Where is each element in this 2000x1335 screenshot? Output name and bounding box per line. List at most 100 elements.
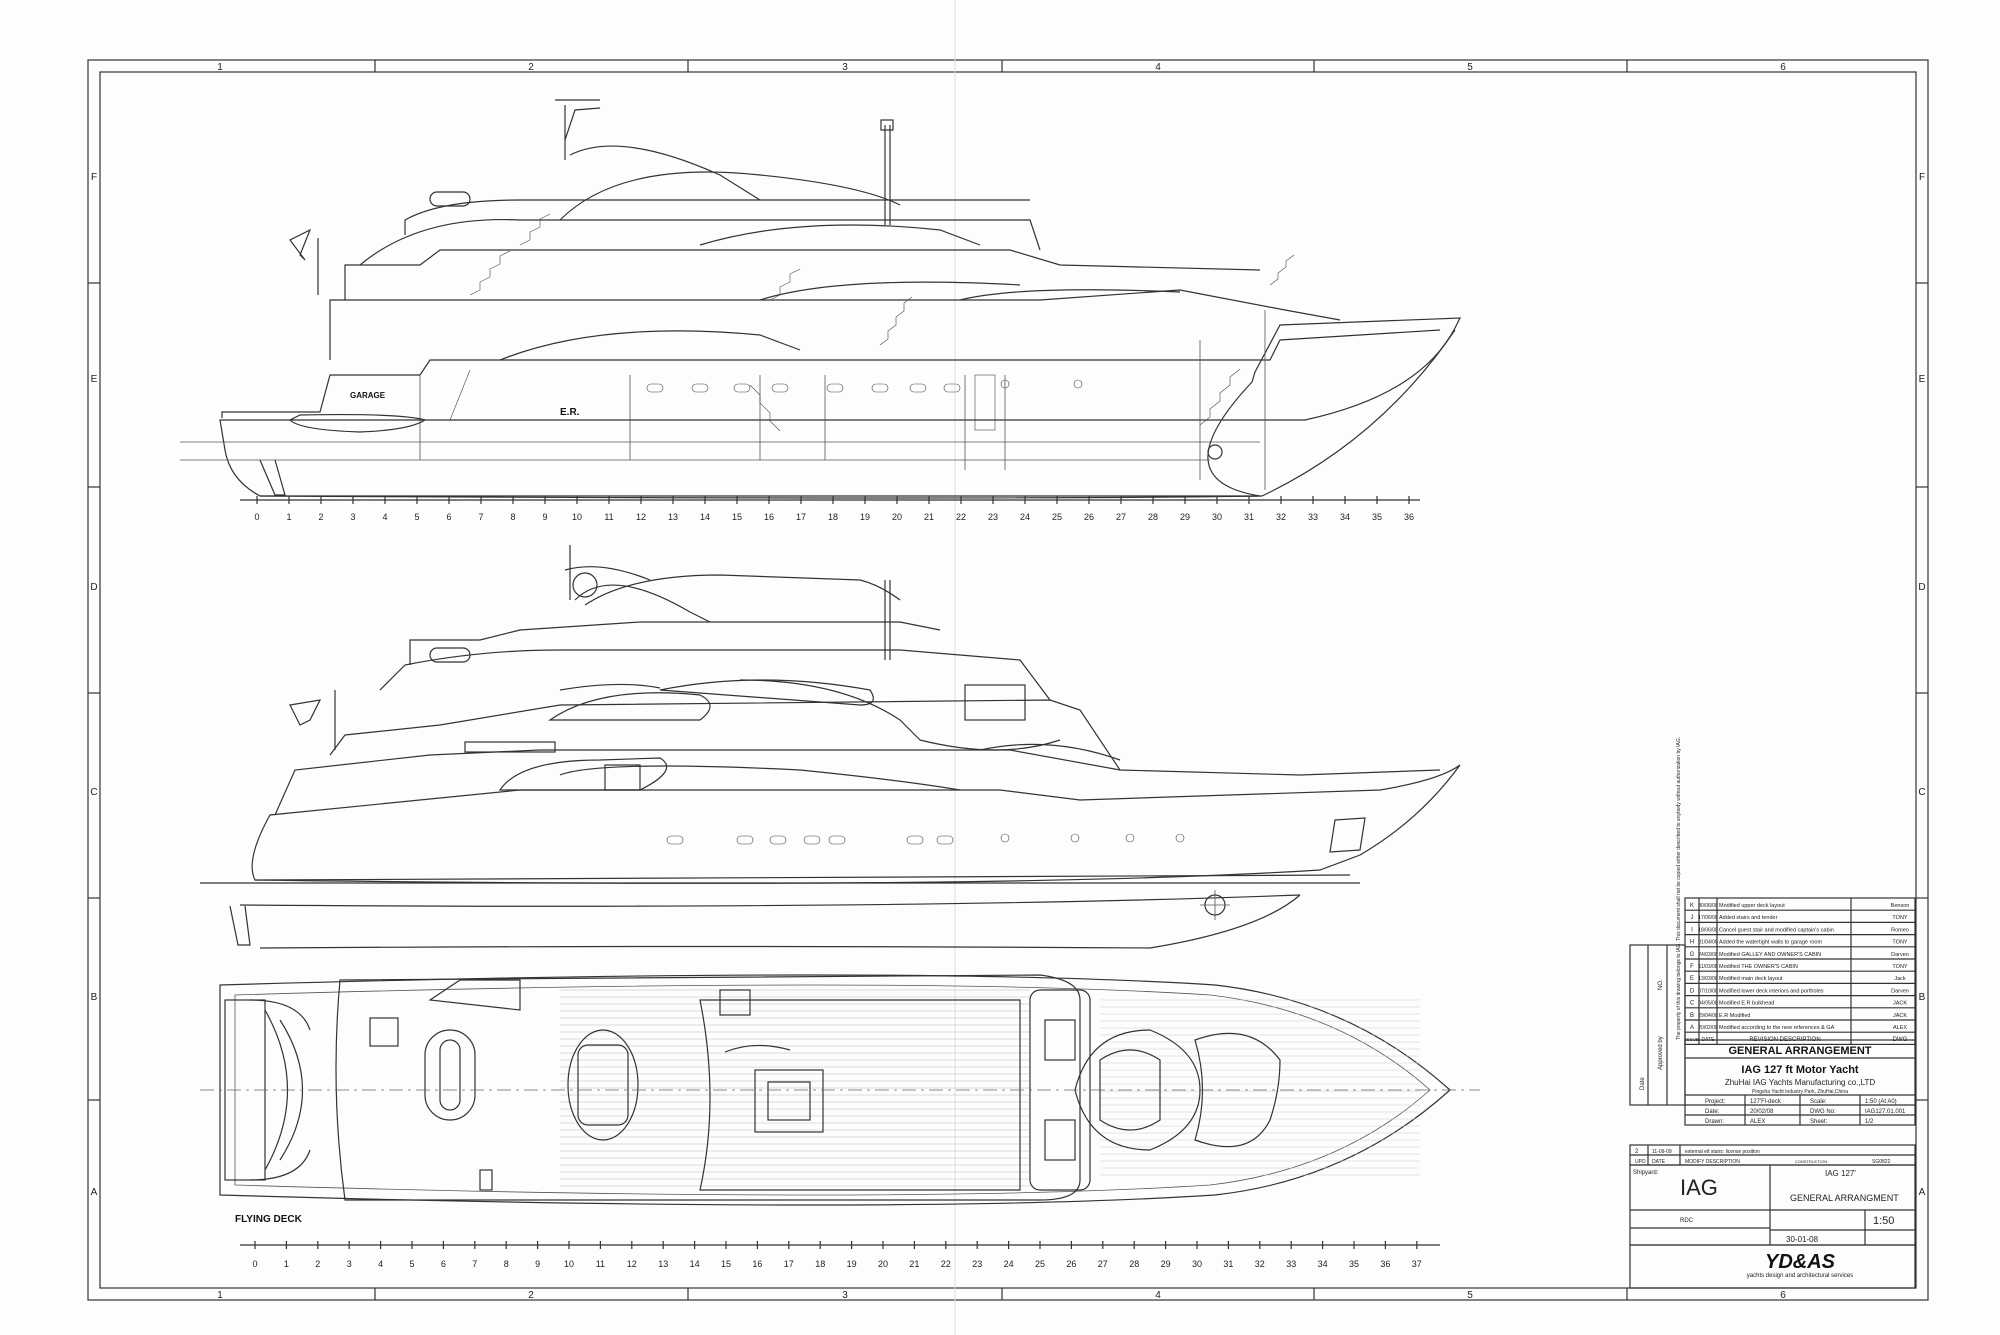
mod-code: SG0822 <box>1872 1159 1891 1165</box>
mod-upd: UPD <box>1635 1159 1646 1165</box>
drawing-title: GENERAL ARRANGEMENT <box>1728 1045 1871 1057</box>
frame-number: 1 <box>286 512 291 522</box>
logo-subtitle: yachts design and architectural services <box>1747 1273 1853 1279</box>
date-side-label: Date <box>1640 1077 1646 1090</box>
garage-label: GARAGE <box>350 391 386 400</box>
frame-number: 22 <box>956 512 966 522</box>
revision-author: ALEX <box>1893 1025 1907 1031</box>
revision-letter: D <box>1690 988 1695 994</box>
frame-number: 32 <box>1276 512 1286 522</box>
logo: YD&AS <box>1765 1251 1836 1273</box>
frame-number: 10 <box>572 512 582 522</box>
frame-number: 8 <box>510 512 515 522</box>
project-value: 127'Fl-deck <box>1750 1099 1782 1105</box>
grid-column-label: 2 <box>528 62 534 73</box>
revision-date: 30/06/08 <box>1698 903 1718 909</box>
revision-date: 29/04/08 <box>1698 1013 1718 1019</box>
frame-number: 33 <box>1308 512 1318 522</box>
frame-number: 36 <box>1380 1259 1390 1269</box>
frame-number: 21 <box>924 512 934 522</box>
engine-room-label: E.R. <box>560 407 580 418</box>
frame-number: 34 <box>1340 512 1350 522</box>
sheet-frame <box>87 0 1929 1335</box>
frame-number: 29 <box>1180 512 1190 522</box>
date-label: Date: <box>1705 1109 1720 1115</box>
revision-date: 24/03/08 <box>1698 952 1718 958</box>
grid-column-label: 5 <box>1467 1290 1473 1301</box>
mod-date-header: DATE <box>1652 1159 1666 1165</box>
frame-number: 9 <box>535 1259 540 1269</box>
frame-number: 5 <box>409 1259 414 1269</box>
revision-letter: J <box>1691 915 1694 921</box>
frame-number: 19 <box>860 512 870 522</box>
grid-row-label: D <box>90 582 97 593</box>
revision-letter: F <box>1690 964 1694 970</box>
frame-number: 26 <box>1066 1259 1076 1269</box>
revision-description: Modified E.R bulkhead <box>1719 1001 1774 1007</box>
grid-row-label: A <box>91 1187 98 1198</box>
plan-caption: FLYING DECK <box>235 1214 303 1225</box>
frame-number: 10 <box>564 1259 574 1269</box>
frame-number: 15 <box>721 1259 731 1269</box>
frame-number: 26 <box>1084 512 1094 522</box>
revision-description: Modified lower deck interiors and portho… <box>1719 988 1824 994</box>
dwg-value: IAG127.01.001 <box>1865 1109 1906 1115</box>
revision-date: 18/06/08 <box>1698 927 1718 933</box>
shipyard-name: IAG <box>1680 1175 1718 1200</box>
frame-number: 19 <box>847 1259 857 1269</box>
grid-column-label: 4 <box>1155 62 1161 73</box>
frame-number: 9 <box>542 512 547 522</box>
sheet-value: 1/2 <box>1865 1119 1874 1125</box>
frame-number: 4 <box>378 1259 383 1269</box>
frame-number: 4 <box>382 512 387 522</box>
frame-number: 17 <box>796 512 806 522</box>
frame-number: 16 <box>764 512 774 522</box>
grid-column-label: 2 <box>528 1290 534 1301</box>
sheet-label: Sheet: <box>1810 1119 1828 1125</box>
frame-number: 25 <box>1052 512 1062 522</box>
mod-constr-header: CONSTRUCTION <box>1795 1159 1827 1164</box>
frame-number: 3 <box>350 512 355 522</box>
frame-number: 2 <box>318 512 323 522</box>
grid-column-label: 6 <box>1780 1290 1786 1301</box>
frame-number: 35 <box>1349 1259 1359 1269</box>
revision-letter: E <box>1690 976 1694 982</box>
scale-label: Scale: <box>1810 1099 1827 1105</box>
grid-row-label: B <box>1919 992 1926 1003</box>
frame-number: 14 <box>690 1259 700 1269</box>
frame-number: 22 <box>941 1259 951 1269</box>
grid-row-label: F <box>91 172 97 183</box>
frame-number: 32 <box>1255 1259 1265 1269</box>
revision-letter: I <box>1691 927 1693 933</box>
frame-number: 13 <box>668 512 678 522</box>
frame-number: 35 <box>1372 512 1382 522</box>
revision-author: Romeo <box>1891 927 1909 933</box>
grid-column-label: 5 <box>1467 62 1473 73</box>
revision-letter: G <box>1690 952 1695 958</box>
frame-number: 20 <box>878 1259 888 1269</box>
mod-num: 2 <box>1635 1149 1639 1155</box>
grid-row-label: E <box>1919 374 1926 385</box>
frame-number: 16 <box>752 1259 762 1269</box>
revision-author: Darven <box>1891 952 1909 958</box>
frame-number: 0 <box>254 512 259 522</box>
revision-description: E.R Modified <box>1719 1013 1751 1019</box>
revision-description: Cancel guest stair and modified captain'… <box>1719 927 1834 933</box>
frame-number: 20 <box>892 512 902 522</box>
grid-column-label: 6 <box>1780 62 1786 73</box>
frame-number: 7 <box>478 512 483 522</box>
frame-number: 12 <box>636 512 646 522</box>
frame-number: 5 <box>414 512 419 522</box>
revision-description: Added the watertight walls to garage roo… <box>1719 940 1822 946</box>
revision-author: Jack <box>1894 976 1906 982</box>
revision-date: 07/10/08 <box>1698 988 1718 994</box>
date-value: 20/02/08 <box>1750 1109 1774 1115</box>
frame-number: 31 <box>1244 512 1254 522</box>
frame-number: 34 <box>1318 1259 1328 1269</box>
frame-number: 25 <box>1035 1259 1045 1269</box>
